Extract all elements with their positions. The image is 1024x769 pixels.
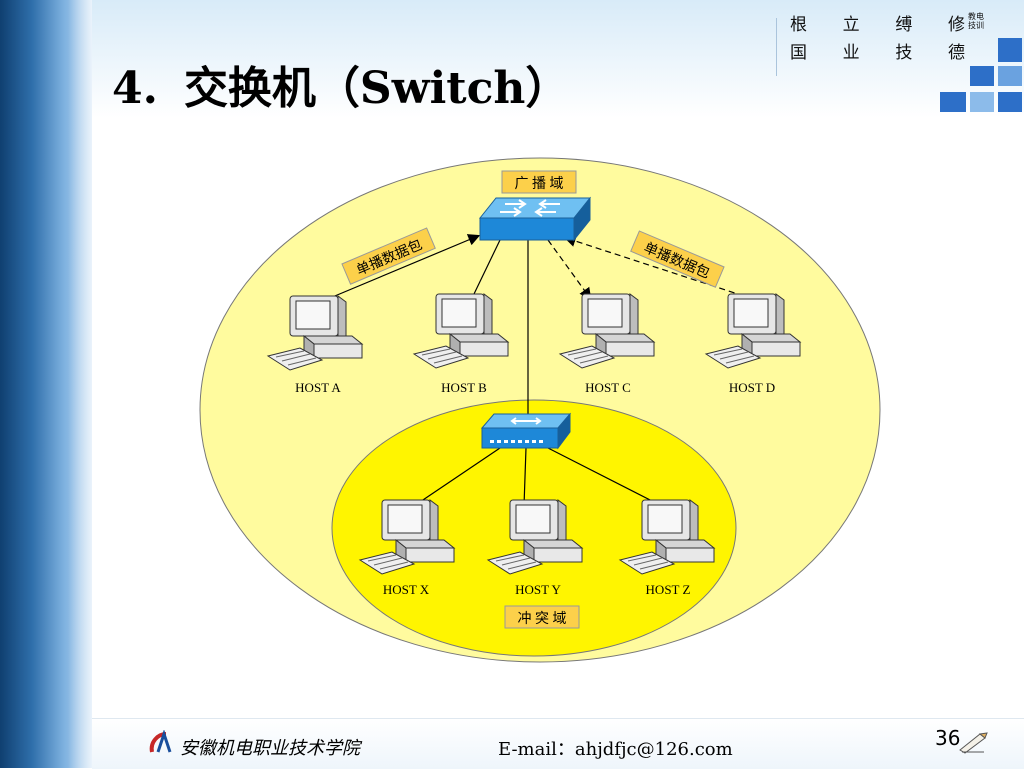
title-text: 交换机（Switch） [183, 63, 570, 114]
motto-char: 缚 [895, 15, 913, 35]
motto-small-text: 教电技训 [968, 12, 984, 30]
title-number: 4. [112, 63, 158, 114]
host-label: HOST C [585, 380, 631, 395]
switch-icon [478, 196, 592, 242]
school-logo-icon [149, 730, 172, 753]
contact-email: E-mail：ahjdfjc@126.com [498, 739, 733, 760]
page-number: 36 [935, 726, 961, 750]
broadcast-domain-label-box [501, 170, 577, 194]
school-motto: 根 立 缚 修 国 业 技 德 [790, 10, 965, 66]
pencil-icon [959, 732, 988, 754]
footer-band [92, 718, 1024, 769]
host-label: HOST B [441, 380, 487, 395]
host-label: HOST D [729, 380, 775, 395]
decor-square [940, 92, 966, 112]
hub-icon [480, 412, 572, 450]
link-b [473, 239, 501, 295]
slide-title: 4. 交换机（Switch） [112, 52, 569, 116]
motto-char: 技 [895, 43, 913, 63]
collision-domain-label-box [504, 605, 580, 629]
decor-square [970, 66, 994, 86]
link-z [547, 447, 659, 505]
host-label: HOST Y [515, 582, 561, 597]
left-decorative-bar [0, 0, 92, 768]
link-x [413, 447, 501, 507]
decor-square [998, 38, 1022, 62]
school-name: 安徽机电职业技术学院 [180, 738, 360, 759]
motto-char: 国 [790, 43, 807, 63]
host-label: HOST Z [646, 582, 691, 597]
motto-char: 德 [947, 43, 965, 63]
decor-square [998, 66, 1022, 86]
host-label: HOST X [383, 582, 430, 597]
unicast-label-box-left [341, 227, 436, 285]
motto-char: 业 [842, 43, 860, 63]
motto-char: 根 [790, 15, 807, 35]
collision-domain-label: 冲 突 域 [518, 611, 567, 627]
link-y [523, 447, 527, 507]
motto-divider [776, 18, 777, 76]
broadcast-domain-label: 广 播 域 [515, 176, 564, 192]
link-c [547, 239, 592, 300]
decor-square [998, 92, 1022, 112]
link-a [329, 234, 481, 299]
motto-char: 修 [947, 15, 965, 35]
header-band [92, 0, 1024, 118]
unicast-label-box-right [630, 230, 725, 288]
host-label: HOST A [295, 380, 341, 395]
motto-char: 立 [842, 15, 860, 35]
decor-square [970, 92, 994, 112]
network-diagram: HOST A HOST B HOST C HOST D HOST X HOST … [92, 118, 1024, 718]
